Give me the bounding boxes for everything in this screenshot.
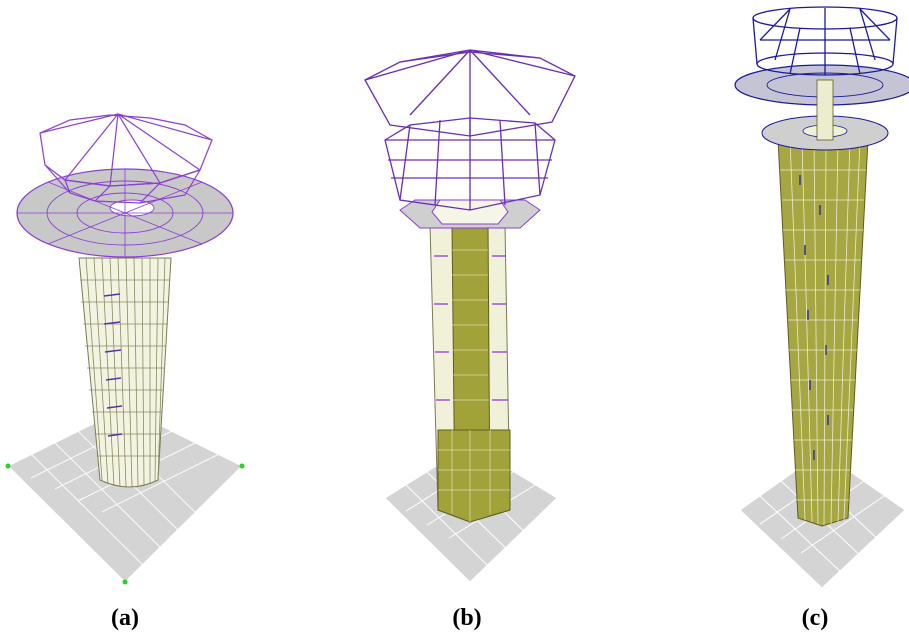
panel-b	[364, 49, 576, 583]
caption-b: (b)	[452, 605, 482, 631]
support-point-right	[239, 463, 245, 469]
cab-frame-a	[39, 113, 213, 204]
cab-frame-c	[752, 6, 898, 76]
platform-slab-a	[16, 168, 234, 258]
panel-a	[5, 113, 245, 585]
support-point-bottom	[122, 579, 128, 585]
panel-c	[734, 6, 909, 589]
caption-c: (c)	[801, 605, 829, 631]
caption-a: (a)	[111, 605, 139, 631]
cab-frame-b	[364, 49, 576, 211]
shaft-b	[429, 224, 511, 523]
support-point-left	[5, 463, 11, 469]
shaft-c	[777, 139, 869, 527]
shaft-a	[78, 257, 172, 488]
